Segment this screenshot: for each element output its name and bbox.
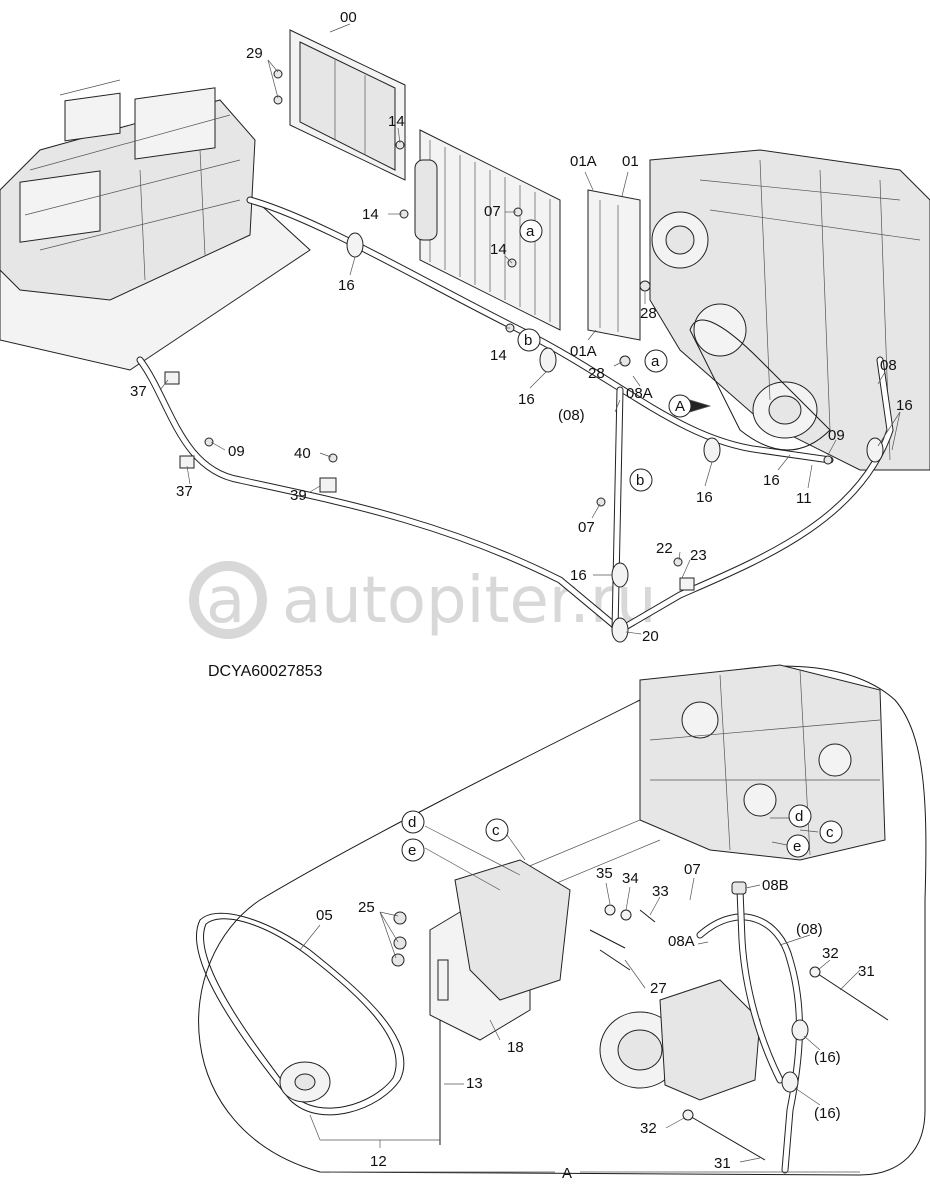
marker-c: c (826, 824, 834, 841)
label-16: 16 (763, 472, 780, 489)
label-22: 22 (656, 540, 673, 557)
label-08: 08 (880, 357, 897, 374)
watermark-logo-glyph: a (206, 564, 245, 638)
marker-a: a (651, 353, 660, 370)
label-28: 28 (588, 365, 605, 382)
label-08-paren: (08) (558, 407, 585, 424)
label-35: 35 (596, 865, 613, 882)
clamps-upper (164, 69, 884, 643)
condenser-cover-plate (289, 29, 406, 181)
watermark: a autopiter.ru (189, 561, 657, 639)
circle-markers: a a b b A d c e d c e (401, 219, 843, 862)
label-32: 32 (822, 945, 839, 962)
label-08B: 08B (762, 877, 789, 894)
label-16: 16 (570, 567, 587, 584)
label-05: 05 (316, 907, 333, 924)
detail-view-a (196, 664, 927, 1176)
marker-d: d (408, 814, 416, 831)
label-14: 14 (388, 113, 405, 130)
marker-e: e (408, 842, 416, 859)
label-16-paren: (16) (814, 1049, 841, 1066)
label-23: 23 (690, 547, 707, 564)
detail-view-label: A (562, 1165, 572, 1182)
label-08A: 08A (626, 385, 653, 402)
label-13: 13 (466, 1075, 483, 1092)
label-34: 34 (622, 870, 639, 887)
label-40: 40 (294, 445, 311, 462)
label-33: 33 (652, 883, 669, 900)
label-00: 00 (340, 9, 357, 26)
label-32: 32 (640, 1120, 657, 1137)
label-01A: 01A (570, 343, 597, 360)
label-14: 14 (490, 241, 507, 258)
label-16: 16 (518, 391, 535, 408)
label-16: 16 (696, 489, 713, 506)
label-18: 18 (507, 1039, 524, 1056)
watermark-text: autopiter.ru (282, 564, 657, 638)
label-16: 16 (338, 277, 355, 294)
label-01A: 01A (570, 153, 597, 170)
condenser-side-bracket (587, 189, 641, 341)
label-07: 07 (578, 519, 595, 536)
label-07: 07 (684, 861, 701, 878)
label-28: 28 (640, 305, 657, 322)
label-39: 39 (290, 487, 307, 504)
marker-d: d (795, 808, 803, 825)
label-20: 20 (642, 628, 659, 645)
label-12: 12 (370, 1153, 387, 1170)
label-09: 09 (228, 443, 245, 460)
label-09: 09 (828, 427, 845, 444)
label-16-paren: (16) (814, 1105, 841, 1122)
marker-e: e (793, 838, 801, 855)
marker-c: c (492, 822, 500, 839)
label-37: 37 (130, 383, 147, 400)
label-14: 14 (362, 206, 379, 223)
label-27: 27 (650, 980, 667, 997)
view-arrow-a: A (675, 398, 685, 415)
label-11: 11 (796, 490, 812, 507)
label-31: 31 (714, 1155, 731, 1172)
label-08-paren: (08) (796, 921, 823, 938)
label-01: 01 (622, 153, 639, 170)
label-16: 16 (896, 397, 913, 414)
label-07: 07 (484, 203, 501, 220)
label-08A: 08A (668, 933, 695, 950)
condenser (414, 129, 561, 331)
drawing-code: DCYA60027853 (208, 663, 323, 680)
label-29: 29 (246, 45, 263, 62)
part-labels: 00 29 14 14 07 14 14 01A 01 28 01A 28 08… (130, 9, 913, 1182)
marker-b: b (636, 472, 644, 489)
label-14: 14 (490, 347, 507, 364)
marker-b: b (524, 332, 532, 349)
label-31: 31 (858, 963, 875, 980)
engine-upper (649, 149, 930, 471)
label-37: 37 (176, 483, 193, 500)
marker-a: a (526, 223, 535, 240)
label-25: 25 (358, 899, 375, 916)
hvac-unit-assembly (0, 79, 311, 371)
